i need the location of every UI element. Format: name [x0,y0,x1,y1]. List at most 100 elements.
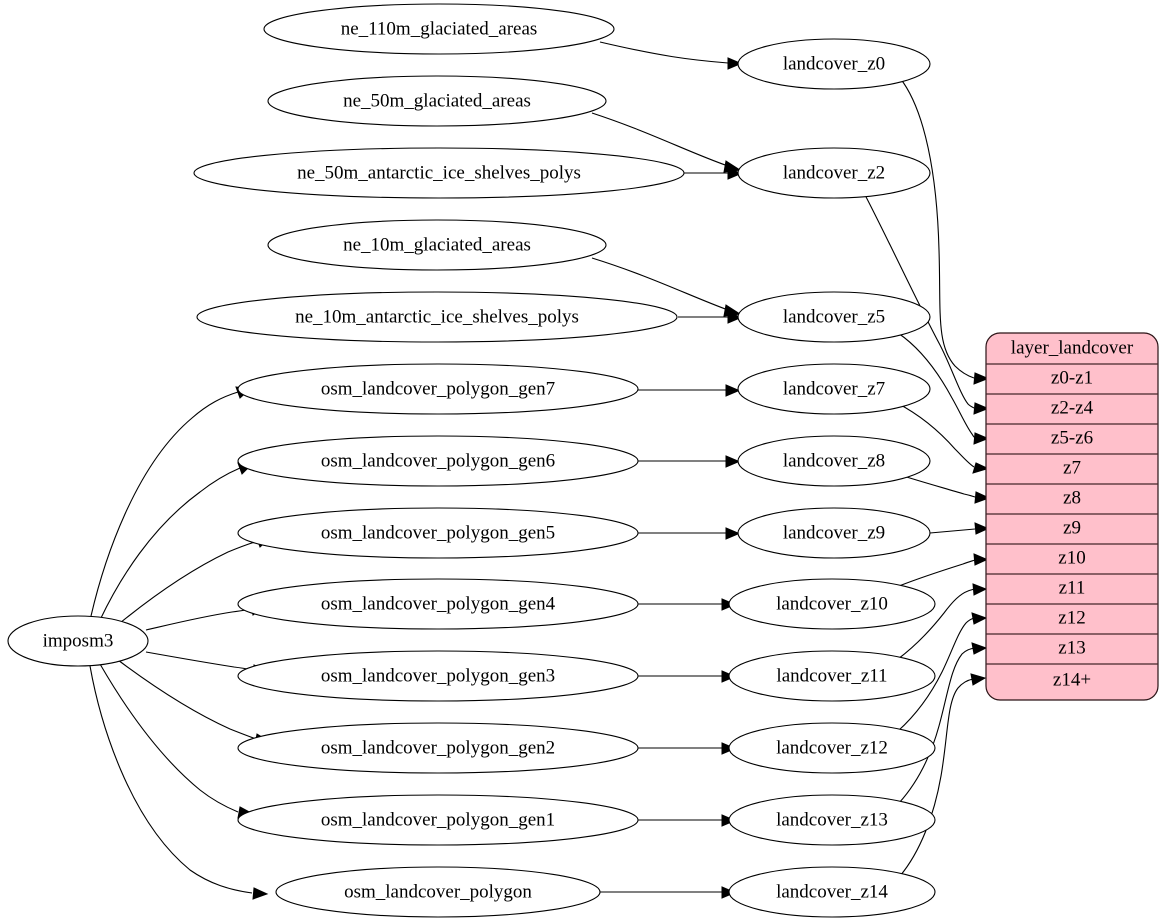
node-shape[interactable] [237,722,639,774]
node-shape[interactable] [263,3,615,55]
table-row-label: z0-z1 [1051,367,1093,388]
node-ne-110m-glaciated-areas[interactable]: ne_110m_glaciated_areas [263,3,615,55]
node-osm-landcover-polygon-gen1[interactable]: osm_landcover_polygon_gen1 [237,794,639,846]
node-shape[interactable] [237,363,639,415]
arrowhead [973,553,989,566]
node-imposm3[interactable]: imposm3 [7,615,149,667]
node-label: ne_50m_antarctic_ice_shelves_polys [297,162,581,183]
node-ne-50m-glaciated-areas[interactable]: ne_50m_glaciated_areas [267,75,607,127]
node-label: landcover_z8 [783,450,885,471]
edge-z2-to-row-z2z4 [862,190,975,409]
table-row-label: z9 [1063,517,1081,538]
arrowhead [974,522,990,535]
node-shape[interactable] [728,722,936,774]
node-osm-landcover-polygon-gen6[interactable]: osm_landcover_polygon_gen6 [237,435,639,487]
node-shape[interactable] [237,650,639,702]
edge-z14-to-row-z14plus [899,678,974,877]
node-label: osm_landcover_polygon_gen1 [321,809,555,830]
node-landcover-z8[interactable]: landcover_z8 [737,435,931,487]
node-osm-landcover-polygon-gen2[interactable]: osm_landcover_polygon_gen2 [237,722,639,774]
node-shape[interactable] [737,435,931,487]
edge-imposm3-to-gen6 [99,467,241,621]
node-shape[interactable] [275,866,601,918]
edge-z11-to-row-z11 [897,588,975,660]
node-shape[interactable] [737,38,931,90]
node-shape[interactable] [728,794,936,846]
node-label: osm_landcover_polygon_gen2 [321,737,555,758]
arrowhead [970,673,987,686]
node-landcover-z9[interactable]: landcover_z9 [737,507,931,559]
arrowhead [972,462,990,474]
node-label: landcover_z2 [783,162,885,183]
edge-z0-to-row-z0z1 [899,77,975,379]
node-label: osm_landcover_polygon_gen7 [321,378,555,399]
node-landcover-z5[interactable]: landcover_z5 [737,291,931,343]
arrowhead [725,527,741,540]
node-landcover-z12[interactable]: landcover_z12 [728,722,936,774]
edge-z13-to-row-z13 [898,647,975,804]
table-row-label: z5-z6 [1051,427,1093,448]
node-osm-landcover-polygon-gen7[interactable]: osm_landcover_polygon_gen7 [237,363,639,415]
node-shape[interactable] [737,147,931,199]
node-label: landcover_z7 [783,378,885,399]
node-osm-landcover-polygon[interactable]: osm_landcover_polygon [275,866,601,918]
node-ne-10m-glaciated-areas[interactable]: ne_10m_glaciated_areas [267,219,607,271]
node-landcover-z10[interactable]: landcover_z10 [728,578,936,630]
node-label: osm_landcover_polygon [344,881,532,902]
node-label: ne_50m_glaciated_areas [343,90,531,111]
node-landcover-z11[interactable]: landcover_z11 [728,650,936,702]
node-label: landcover_z5 [783,306,885,327]
node-label: landcover_z0 [783,53,885,74]
node-shape[interactable] [237,507,639,559]
node-landcover-z13[interactable]: landcover_z13 [728,794,936,846]
node-shape[interactable] [237,435,639,487]
node-shape[interactable] [7,615,149,667]
node-label-imposm3: imposm3 [43,630,114,651]
arrowhead [725,384,741,397]
node-landcover-z0[interactable]: landcover_z0 [737,38,931,90]
node-landcover-z7[interactable]: landcover_z7 [737,363,931,415]
node-ne-10m-antarctic-ice-shelves-polys[interactable]: ne_10m_antarctic_ice_shelves_polys [196,291,678,343]
arrowhead [971,642,988,655]
table-row-label: z13 [1058,637,1085,658]
table-row-label: z11 [1059,577,1086,598]
node-label: landcover_z11 [776,665,887,686]
node-label: ne_10m_antarctic_ice_shelves_polys [295,306,579,327]
node-osm-landcover-polygon-gen4[interactable]: osm_landcover_polygon_gen4 [237,578,639,630]
edge-imposm3-to-gen1 [99,663,239,813]
node-shape[interactable] [237,794,639,846]
node-shape[interactable] [196,291,678,343]
arrowhead [972,583,988,596]
node-shape[interactable] [193,147,685,199]
table-row-label: z12 [1058,607,1085,628]
node-label: ne_10m_glaciated_areas [343,234,531,255]
node-shape[interactable] [728,578,936,630]
node-osm-landcover-polygon-gen3[interactable]: osm_landcover_polygon_gen3 [237,650,639,702]
node-label: osm_landcover_polygon_gen3 [321,665,555,686]
node-label: osm_landcover_polygon_gen4 [321,593,556,614]
node-ne-50m-antarctic-ice-shelves-polys[interactable]: ne_50m_antarctic_ice_shelves_polys [193,147,685,199]
node-shape[interactable] [728,866,936,918]
node-landcover-z14[interactable]: landcover_z14 [728,866,936,918]
node-shape[interactable] [267,75,607,127]
node-landcover-z2[interactable]: landcover_z2 [737,147,931,199]
node-shape[interactable] [737,291,931,343]
node-osm-landcover-polygon-gen5[interactable]: osm_landcover_polygon_gen5 [237,507,639,559]
node-shape[interactable] [728,650,936,702]
table-row-label: z8 [1063,487,1081,508]
node-label: landcover_z9 [783,522,885,543]
edge-imposm3-to-gen4 [145,608,253,631]
node-shape[interactable] [737,363,931,415]
layer-landcover-table[interactable]: layer_landcover z0-z1 z2-z4 z5-z6 z7 z8 … [985,332,1159,701]
edge-imposm3-to-gen5 [119,540,259,624]
table-shape[interactable] [985,332,1159,701]
table-row-label: z14+ [1053,669,1091,690]
node-label: osm_landcover_polygon_gen5 [321,522,555,543]
node-shape[interactable] [737,507,931,559]
edge-ne10mglac-to-z5 [591,257,729,311]
arrowhead [973,372,990,385]
node-shape[interactable] [237,578,639,630]
node-shape[interactable] [267,219,607,271]
edge-imposm3-to-gen2 [117,659,257,740]
